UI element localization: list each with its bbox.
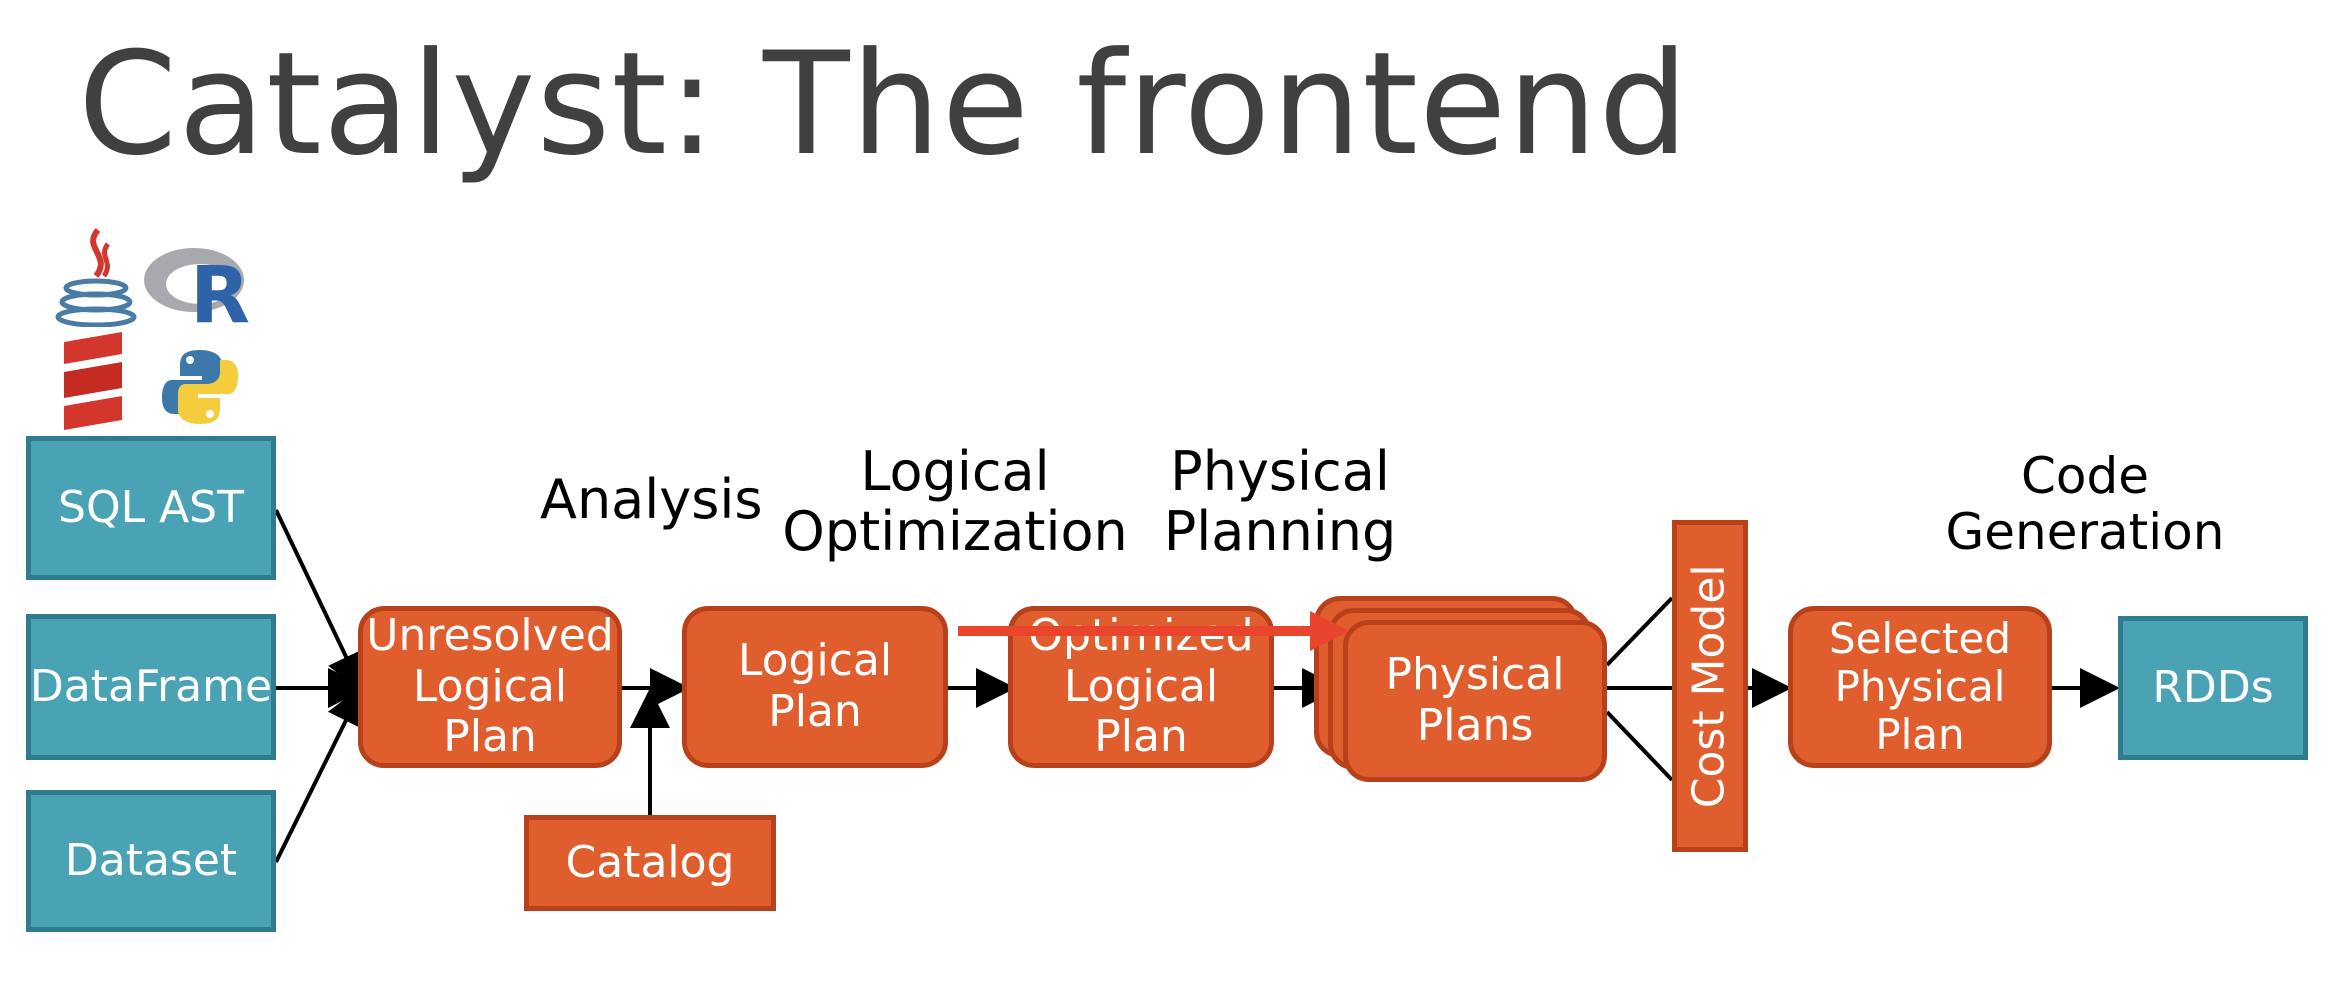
selected-physical-plan-box: Selected Physical Plan bbox=[1788, 606, 2052, 768]
unresolved-logical-plan-box: Unresolved Logical Plan bbox=[358, 606, 622, 768]
optimized-logical-plan-box: Optimized Logical Plan bbox=[1008, 606, 1274, 768]
r-icon: R bbox=[142, 240, 252, 341]
cost-model-box: Cost Model bbox=[1672, 520, 1748, 852]
sql-ast-box: SQL AST bbox=[26, 436, 276, 580]
stage-label-logical-optimization: Logical Optimization bbox=[782, 440, 1128, 564]
physical-plans-box: Physical Plans bbox=[1343, 620, 1607, 782]
cost-model-label: Cost Model bbox=[1683, 564, 1735, 808]
dataframe-box: DataFrame bbox=[26, 614, 276, 760]
stage-label-code-generation: Code Generation bbox=[1945, 447, 2225, 561]
scala-icon bbox=[60, 332, 126, 432]
stage-label-analysis: Analysis bbox=[540, 468, 763, 531]
slide-title: Catalyst: The frontend bbox=[78, 22, 1690, 187]
logical-plan-box: Logical Plan bbox=[682, 606, 948, 768]
java-icon bbox=[52, 222, 142, 328]
rdds-box: RDDs bbox=[2118, 616, 2308, 760]
svg-text:R: R bbox=[190, 251, 250, 330]
python-icon bbox=[160, 346, 240, 426]
catalog-box: Catalog bbox=[524, 815, 776, 911]
dataset-box: Dataset bbox=[26, 790, 276, 932]
stage-label-physical-planning: Physical Planning bbox=[1163, 440, 1397, 564]
